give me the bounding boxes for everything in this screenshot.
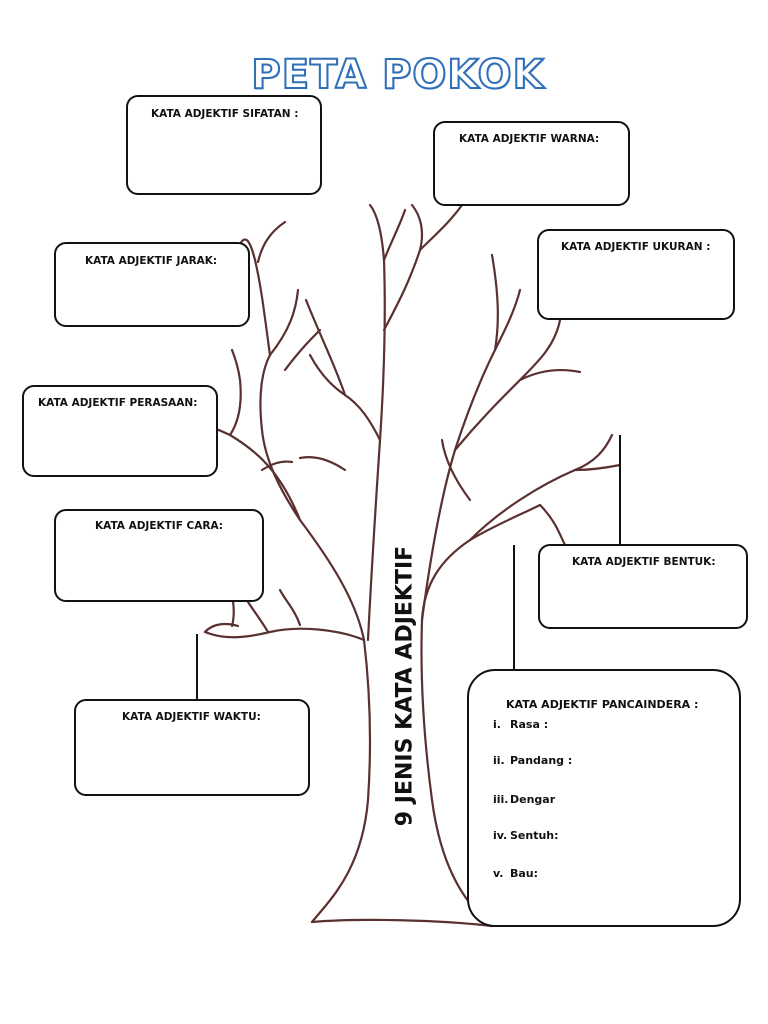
sense-row-sentuh: iv.Sentuh: <box>493 829 559 842</box>
box-jarak[interactable] <box>54 242 250 327</box>
branch-right-upper <box>420 288 522 622</box>
label-warna: KATA ADJEKTIF WARNA: <box>459 133 600 145</box>
sense-label: Sentuh: <box>510 829 559 842</box>
box-waktu[interactable] <box>74 699 310 796</box>
sense-num: v. <box>493 867 504 880</box>
label-bentuk: KATA ADJEKTIF BENTUK: <box>572 556 716 568</box>
trunk-right-edge <box>420 503 542 928</box>
branch-lower-left <box>203 627 366 642</box>
sense-label: Bau: <box>510 867 539 880</box>
box-pancaindera[interactable] <box>467 669 741 927</box>
label-waktu: KATA ADJEKTIF WAKTU: <box>122 711 261 723</box>
label-sifatan: KATA ADJEKTIF SIFATAN : <box>151 108 299 120</box>
label-pancaindera: KATA ADJEKTIF PANCAINDERA : <box>506 698 699 711</box>
label-ukuran: KATA ADJEKTIF UKURAN : <box>561 241 711 253</box>
branch-right-lower <box>468 433 614 542</box>
sense-label: Rasa : <box>510 718 549 731</box>
sense-row-pandang: ii. Pandang : <box>493 754 572 767</box>
branch-upper-left <box>236 238 272 357</box>
trunk-left-edge <box>259 353 372 924</box>
sense-row-rasa: i. Rasa : <box>493 718 548 731</box>
sense-row-bau: v. Bau: <box>493 867 538 880</box>
label-jarak: KATA ADJEKTIF JARAK: <box>85 255 218 267</box>
box-cara[interactable] <box>54 509 264 602</box>
sense-num: iii. <box>493 793 509 806</box>
sense-num: ii. <box>493 754 505 767</box>
sense-label: Pandang : <box>510 754 573 767</box>
trunk-vertical-label: 9 JENIS KATA ADJEKTIF <box>392 545 418 827</box>
label-perasaan: KATA ADJEKTIF PERASAAN: <box>38 397 198 409</box>
sense-label: Dengar <box>510 793 556 806</box>
box-bentuk[interactable] <box>538 544 748 629</box>
box-perasaan[interactable] <box>22 385 218 477</box>
box-warna[interactable] <box>433 121 630 206</box>
box-sifatan[interactable] <box>126 95 322 195</box>
box-ukuran[interactable] <box>537 229 735 320</box>
sense-num: iv. <box>493 829 508 842</box>
sense-num: i. <box>493 718 501 731</box>
label-cara: KATA ADJEKTIF CARA: <box>95 520 223 532</box>
trunk-base <box>310 918 494 928</box>
page-title: PETA POKOK <box>250 51 545 99</box>
branch-center <box>366 203 386 642</box>
sense-row-dengar: iii.Dengar <box>493 793 555 806</box>
